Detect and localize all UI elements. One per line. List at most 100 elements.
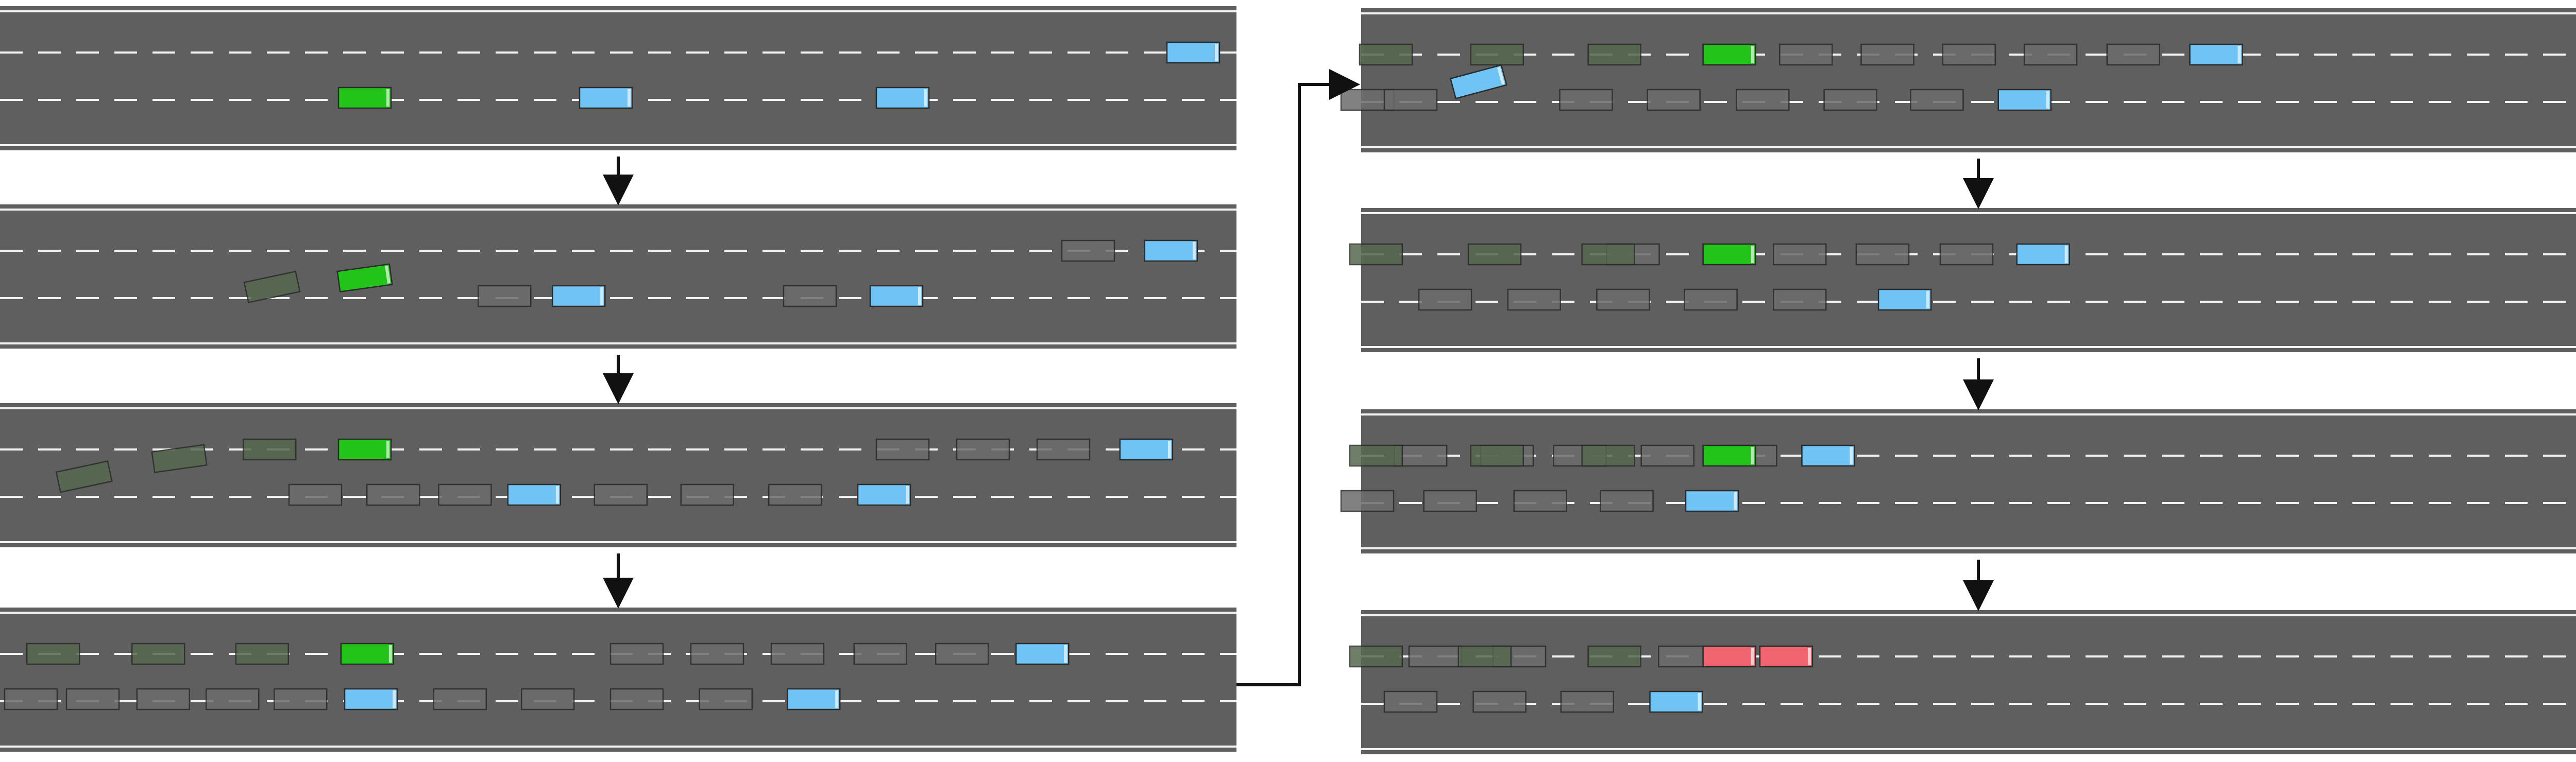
ghost-vehicle <box>768 483 822 506</box>
road-frames <box>0 6 2576 754</box>
ghost-vehicle <box>1684 288 1738 311</box>
road-frame-6 <box>1349 208 2576 352</box>
other-vehicle <box>1997 89 2052 111</box>
other-vehicle <box>1144 239 1198 262</box>
other-vehicle <box>2016 243 2070 266</box>
ghost-vehicle <box>1736 89 1790 111</box>
ghost-vehicle <box>853 643 908 665</box>
ghost-ego-vehicle <box>1467 243 1522 266</box>
ghost-vehicle <box>1910 89 1964 111</box>
ghost-vehicle <box>2023 43 2078 66</box>
collision-vehicle <box>1759 645 1814 668</box>
ghost-vehicle <box>1036 438 1091 461</box>
ghost-vehicle <box>65 688 120 711</box>
ghost-vehicle <box>1939 243 1994 266</box>
ghost-vehicle <box>1560 690 1615 713</box>
ghost-vehicle <box>1773 288 1827 311</box>
ghost-vehicle <box>1061 239 1115 262</box>
other-vehicle <box>1449 64 1507 99</box>
road-frame-1 <box>0 6 1236 150</box>
ghost-vehicle <box>783 285 837 307</box>
road-frame-3 <box>0 403 1236 547</box>
other-vehicle <box>1801 444 1855 467</box>
ego-vehicle <box>336 263 393 293</box>
ego-vehicle <box>1702 444 1756 467</box>
ghost-ego-vehicle <box>1359 43 1413 66</box>
ghost-ego-vehicle <box>235 643 290 665</box>
other-vehicle <box>551 285 606 307</box>
ghost-vehicle <box>1773 243 1827 266</box>
ghost-ego-vehicle <box>243 270 301 304</box>
ghost-vehicle <box>680 483 735 506</box>
other-vehicle <box>1166 41 1221 64</box>
ego-vehicle <box>1702 43 1756 66</box>
other-vehicle <box>875 86 930 109</box>
ghost-vehicle <box>520 688 575 711</box>
ghost-vehicle <box>4 688 58 711</box>
ghost-vehicle <box>1855 243 1910 266</box>
ghost-ego-vehicle <box>1470 444 1524 467</box>
ego-vehicle <box>337 86 392 109</box>
ghost-vehicle <box>1640 444 1694 467</box>
ghost-ego-vehicle <box>1581 444 1635 467</box>
ghost-vehicle <box>1596 288 1650 311</box>
other-vehicle <box>869 285 924 307</box>
ghost-ego-vehicle <box>1349 243 1403 266</box>
connector-arrow <box>1236 69 1360 686</box>
other-vehicle <box>786 688 841 711</box>
ghost-vehicle <box>1472 690 1527 713</box>
ghost-vehicle <box>1383 89 1438 111</box>
vehicles-frame-8 <box>1349 645 1814 713</box>
other-vehicle <box>1649 690 1703 713</box>
ego-vehicle <box>1702 243 1756 266</box>
vehicles-frame-7 <box>1340 444 1855 512</box>
other-vehicle <box>1685 490 1739 512</box>
ghost-vehicle <box>956 438 1010 461</box>
ghost-vehicle <box>1600 490 1654 512</box>
vehicles-frame-6 <box>1349 243 2070 311</box>
ghost-vehicle <box>1513 490 1567 512</box>
road-frame-4 <box>0 608 1236 752</box>
ghost-vehicle <box>609 643 664 665</box>
ghost-ego-vehicle <box>1349 645 1403 668</box>
other-vehicle <box>507 483 562 506</box>
ghost-vehicle <box>136 688 191 711</box>
ghost-vehicle <box>1942 43 1996 66</box>
ghost-vehicle <box>875 438 930 461</box>
ghost-ego-vehicle <box>131 643 185 665</box>
ghost-vehicle <box>366 483 420 506</box>
other-vehicle <box>2189 43 2243 66</box>
ghost-ego-vehicle <box>1349 444 1403 467</box>
ghost-vehicle <box>1823 89 1877 111</box>
ghost-vehicle <box>1779 43 1833 66</box>
ghost-vehicle <box>1507 288 1561 311</box>
vehicles-frame-3 <box>55 438 1174 506</box>
ghost-ego-vehicle <box>1581 243 1635 266</box>
ghost-vehicle <box>477 285 532 307</box>
ghost-vehicle <box>438 483 492 506</box>
other-vehicle <box>579 86 633 109</box>
road-frame-7 <box>1340 409 2576 553</box>
other-vehicle <box>857 483 911 506</box>
ghost-vehicle <box>433 688 487 711</box>
ghost-vehicle <box>594 483 648 506</box>
ghost-ego-vehicle <box>151 444 208 473</box>
ego-vehicle <box>340 643 395 665</box>
other-vehicle <box>1877 288 1932 311</box>
ghost-ego-vehicle <box>1470 43 1524 66</box>
ghost-vehicle <box>1860 43 1914 66</box>
ghost-ego-vehicle <box>55 460 113 493</box>
ghost-ego-vehicle <box>1587 645 1641 668</box>
ghost-ego-vehicle <box>1458 645 1512 668</box>
ghost-vehicle <box>1418 288 1472 311</box>
ego-vehicle <box>337 438 392 461</box>
ghost-vehicle <box>609 688 664 711</box>
ghost-vehicle <box>1340 490 1395 512</box>
ghost-vehicle <box>770 643 825 665</box>
other-vehicle <box>1119 438 1174 461</box>
ghost-vehicle <box>273 688 328 711</box>
ghost-vehicle <box>1559 89 1613 111</box>
ghost-vehicle <box>1647 89 1701 111</box>
ghost-vehicle <box>1408 645 1463 668</box>
ghost-vehicle <box>1383 690 1438 713</box>
